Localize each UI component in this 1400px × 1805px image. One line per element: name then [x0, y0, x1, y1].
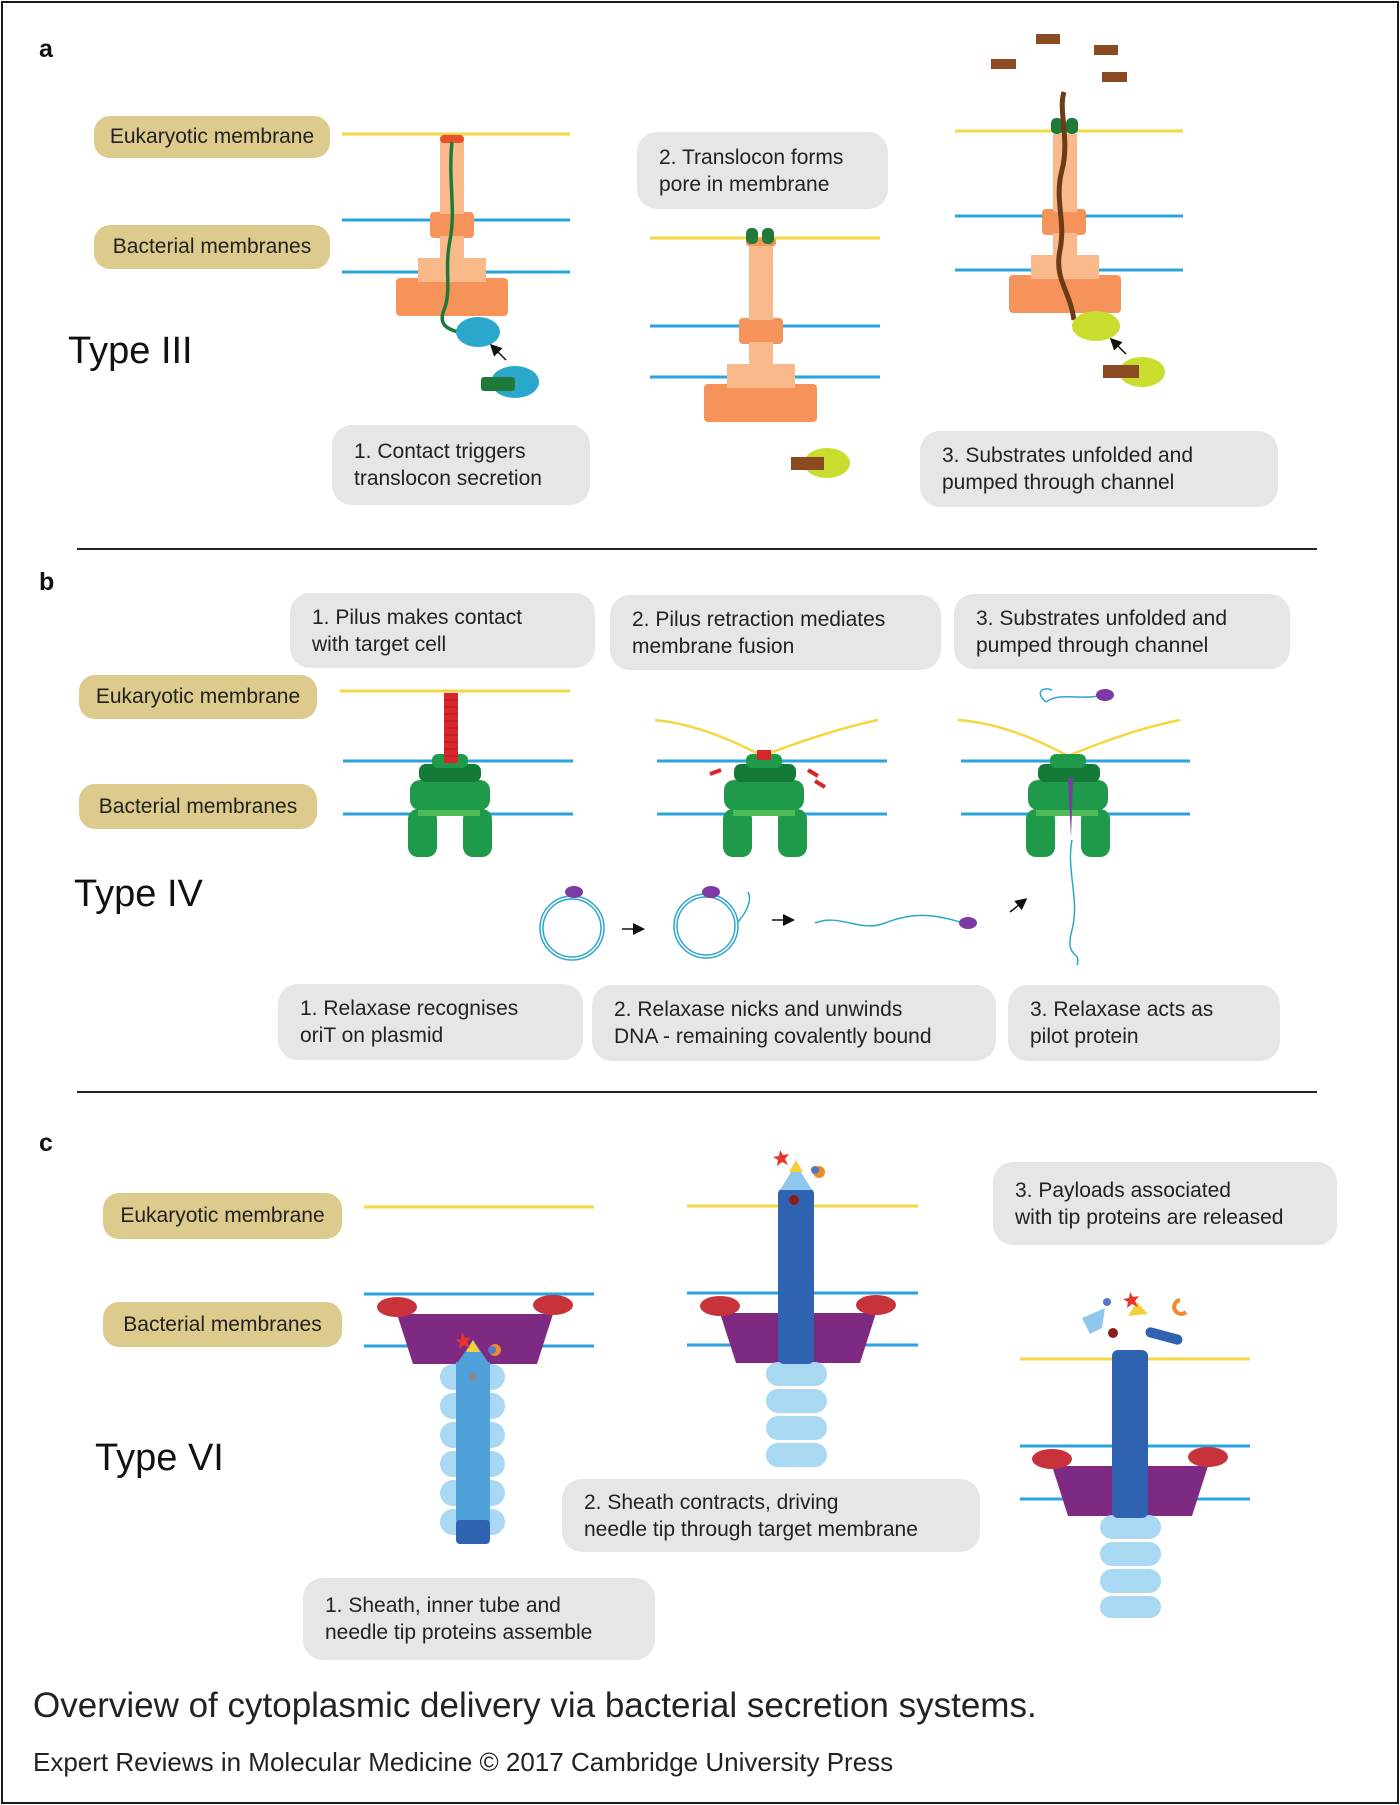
panel-b-letter: b — [39, 568, 55, 596]
panel-c-bacterial-label: Bacterial membranes — [103, 1302, 342, 1347]
panel-c-step-3: 3. Payloads associated with tip proteins… — [993, 1162, 1337, 1245]
t6ss-apparatus-3 — [1032, 1292, 1228, 1618]
panel-a-letter: a — [39, 35, 53, 63]
t6ss-apparatus-2 — [700, 1150, 896, 1467]
panel-c-step-1: 1. Sheath, inner tube and needle tip pro… — [303, 1578, 655, 1660]
panel-a-bacterial-label: Bacterial membranes — [94, 225, 330, 269]
figure-caption-title: Overview of cytoplasmic delivery via bac… — [33, 1686, 1037, 1725]
panel-a-step-1: 1. Contact triggers translocon secretion — [332, 425, 590, 505]
figure-caption-credit: Expert Reviews in Molecular Medicine © 2… — [33, 1747, 894, 1777]
t3ss-apparatus-1 — [396, 135, 539, 398]
panel-b-bottom-step-3: 3. Relaxase acts as pilot protein — [1008, 985, 1280, 1061]
panel-a-type-label: Type III — [68, 330, 193, 372]
panel-b-top-step-1: 1. Pilus makes contact with target cell — [290, 593, 595, 668]
panel-b-type-label: Type IV — [74, 873, 203, 915]
t6ss-apparatus-1 — [377, 1295, 573, 1544]
panel-b-bacterial-label: Bacterial membranes — [79, 784, 317, 829]
panel-c-type-label: Type VI — [95, 1437, 224, 1479]
separator-bc — [77, 1091, 1317, 1093]
t3ss-apparatus-3 — [991, 34, 1165, 387]
panel-c-eukaryotic-label: Eukaryotic membrane — [103, 1193, 342, 1239]
t4ss-apparatus-1 — [408, 693, 492, 857]
panel-b-bottom-step-1: 1. Relaxase recognises oriT on plasmid — [278, 984, 583, 1060]
panel-a-step-2: 2. Translocon forms pore in membrane — [637, 132, 888, 209]
panel-a-eukaryotic-label: Eukaryotic membrane — [94, 116, 330, 158]
panel-b-top-step-2: 2. Pilus retraction mediates membrane fu… — [610, 595, 941, 670]
panel-c-letter: c — [39, 1129, 53, 1157]
t3ss-apparatus-2 — [704, 228, 850, 478]
panel-b-bottom-step-2: 2. Relaxase nicks and unwinds DNA - rema… — [592, 985, 996, 1061]
panel-b-eukaryotic-label: Eukaryotic membrane — [79, 675, 317, 719]
t4ss-apparatus-2 — [709, 750, 827, 857]
panel-c-step-2: 2. Sheath contracts, driving needle tip … — [562, 1479, 980, 1552]
panel-a-step-3: 3. Substrates unfolded and pumped throug… — [920, 431, 1278, 507]
separator-ab — [77, 548, 1317, 550]
plasmid-sequence — [539, 886, 1028, 961]
t4ss-apparatus-3 — [1026, 688, 1114, 966]
panel-b-top-step-3: 3. Substrates unfolded and pumped throug… — [954, 594, 1290, 669]
